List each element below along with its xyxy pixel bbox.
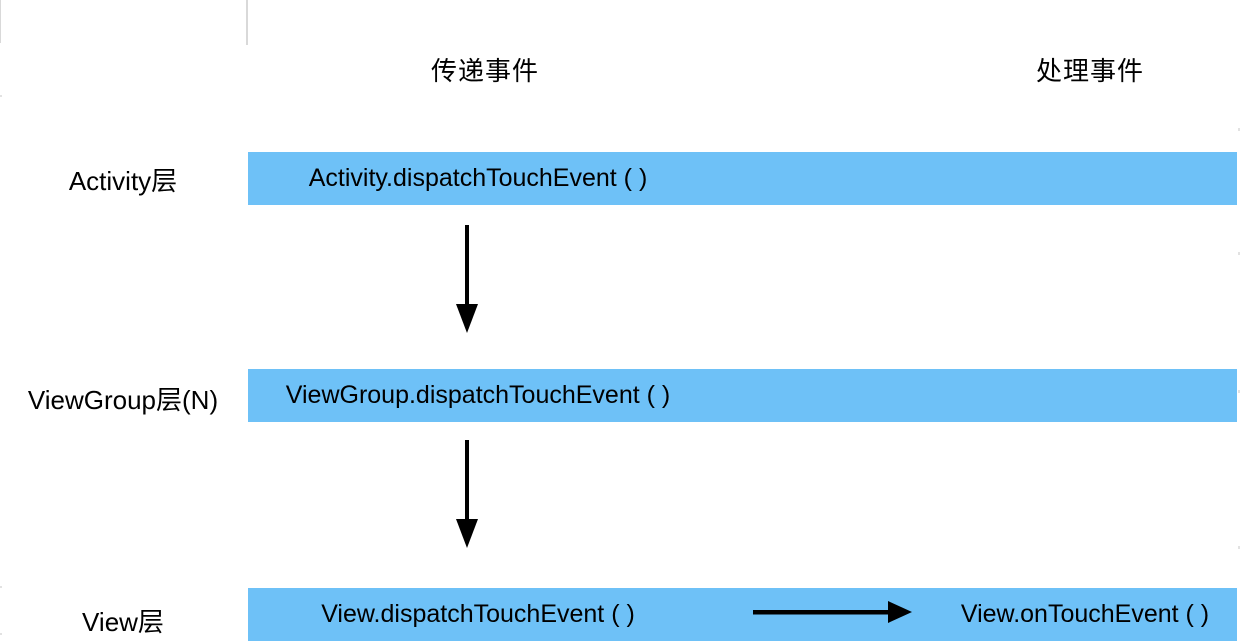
page-border-fragment bbox=[0, 586, 2, 588]
bar-activity-dispatch: Activity.dispatchTouchEvent ( ) bbox=[248, 152, 1237, 205]
page-border-fragment bbox=[0, 633, 2, 635]
method-viewgroup-dispatchTouchEvent: ViewGroup.dispatchTouchEvent ( ) bbox=[285, 381, 671, 409]
page-border-fragment bbox=[1238, 390, 1240, 393]
row-label-view: View层 bbox=[82, 607, 164, 637]
row-label-activity: Activity层 bbox=[68, 166, 178, 196]
method-activity-dispatchTouchEvent: Activity.dispatchTouchEvent ( ) bbox=[308, 164, 648, 192]
method-view-dispatchTouchEvent: View.dispatchTouchEvent ( ) bbox=[321, 600, 635, 628]
page-border-fragment bbox=[0, 95, 2, 97]
arrow-down-icon bbox=[456, 440, 478, 548]
page-border-fragment bbox=[1238, 546, 1240, 549]
page-border-fragment bbox=[0, 0, 1, 43]
header-handle-events: 处理事件 bbox=[1035, 56, 1144, 86]
column-divider-line bbox=[246, 0, 248, 45]
row-label-viewgroup: ViewGroup层(N) bbox=[27, 385, 219, 415]
arrow-right-icon bbox=[753, 601, 912, 623]
bar-viewgroup-dispatch: ViewGroup.dispatchTouchEvent ( ) bbox=[248, 369, 1237, 422]
page-border-fragment bbox=[1238, 128, 1240, 131]
page-border-fragment bbox=[1238, 252, 1240, 255]
header-dispatch-events: 传递事件 bbox=[430, 56, 539, 86]
bar-view: View.dispatchTouchEvent ( ) View.onTouch… bbox=[248, 588, 1237, 641]
arrow-down-icon bbox=[456, 225, 478, 333]
method-view-onTouchEvent: View.onTouchEvent ( ) bbox=[960, 600, 1210, 628]
